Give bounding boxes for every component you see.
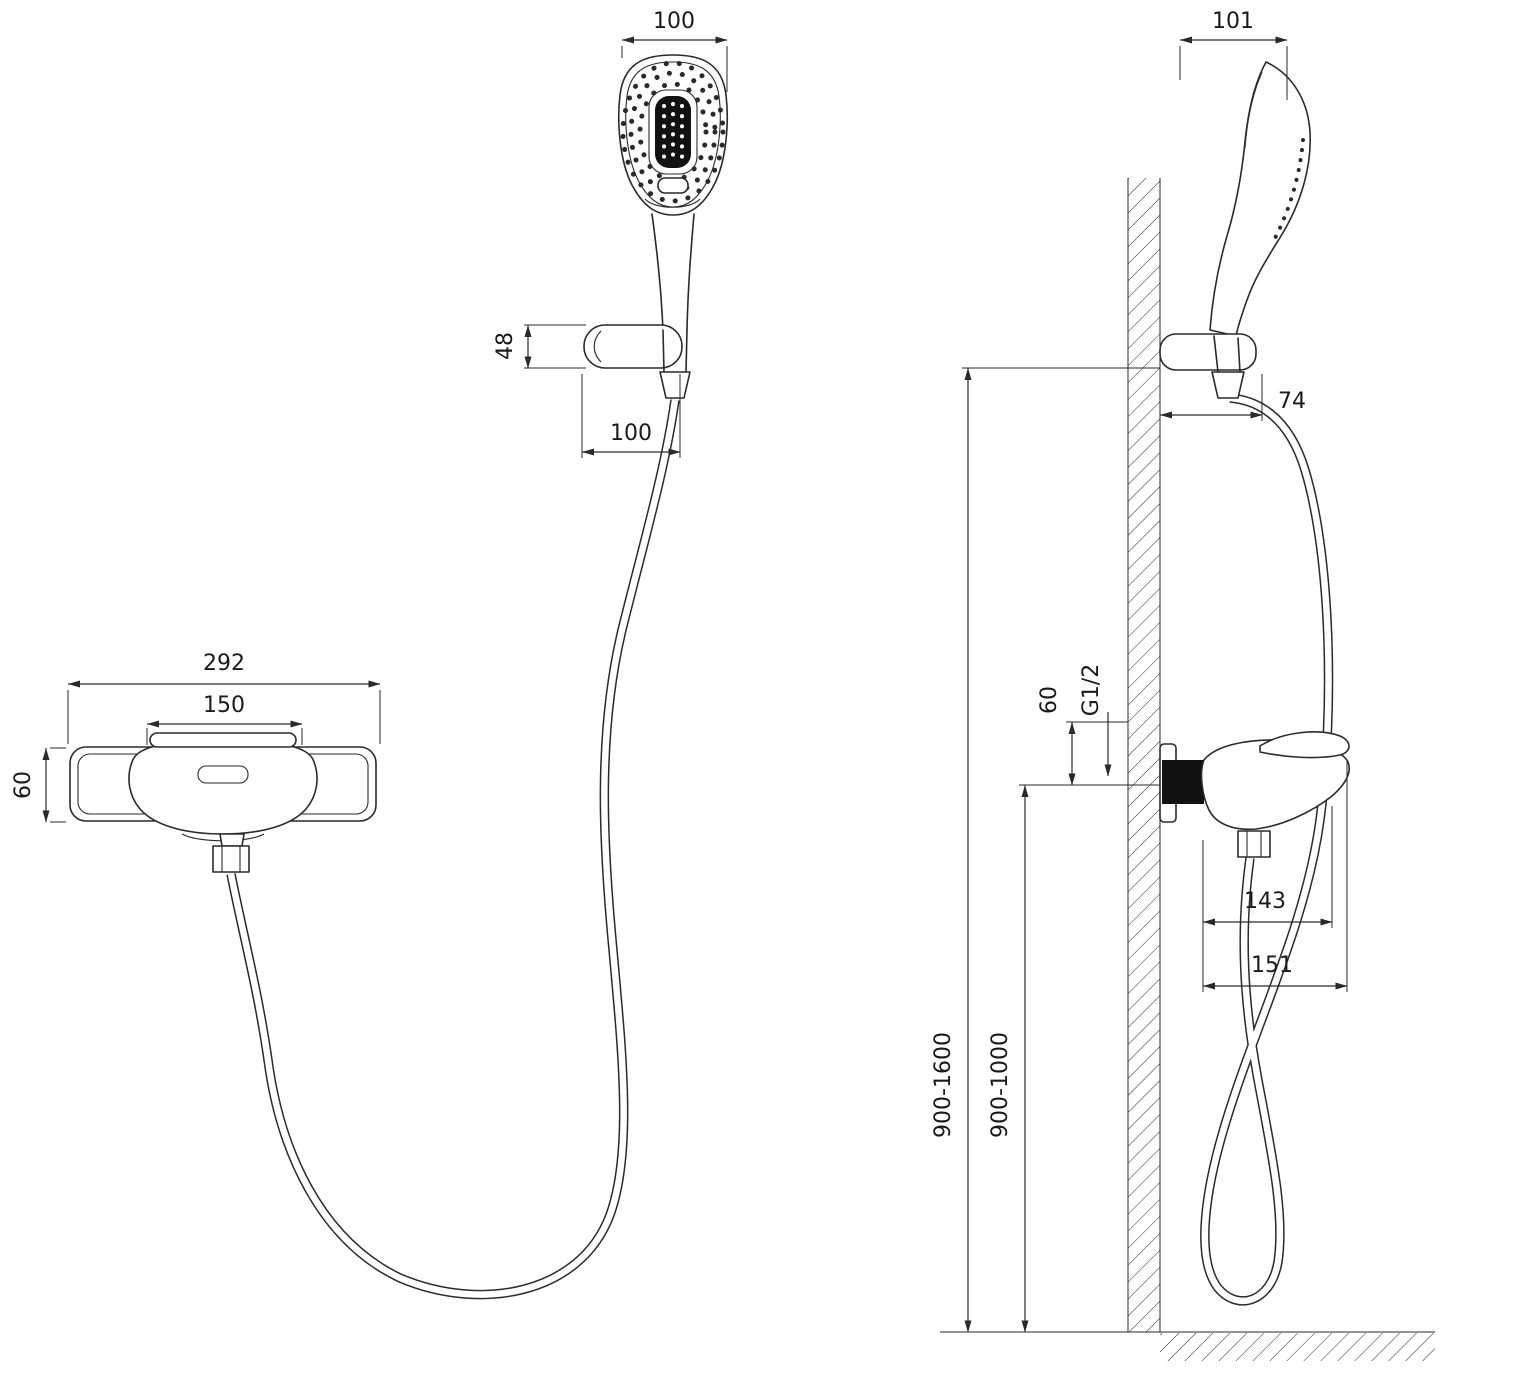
hand-shower-side [1159,61,1312,399]
spray-nozzle-ring-outer [620,60,726,204]
head-profile [1209,61,1312,337]
mixer-body-front [128,740,318,835]
label-holder-reach: 74 [1278,389,1306,414]
label-mixer-height: 60 [11,771,36,799]
label-head-depth: 101 [1212,9,1254,34]
label-mixer-width: 292 [203,651,245,676]
label-install-height-range: 900-1600 [931,1032,956,1138]
mixer-lever-side [1259,731,1350,759]
hose-nut-side [1237,830,1271,858]
wall-union-block [1162,760,1204,804]
holder-body [583,324,683,369]
wall-section [1127,178,1161,1332]
mixer-side [1159,731,1350,858]
label-overall-reach: 151 [1251,953,1293,978]
label-inlet-offset: 60 [1037,686,1062,714]
mixer-lever-front [149,732,297,748]
label-mixer-install-height: 900-1000 [988,1032,1013,1138]
wall-hatch [1128,178,1160,1332]
spray-center-plate [655,96,691,168]
label-spout-reach: 143 [1244,889,1286,914]
shower-holder-side [1159,333,1257,371]
dimensions-front [42,36,728,823]
hand-shower-front [618,54,728,331]
handle-left-edge [651,213,664,331]
spray-face-side [1271,138,1305,244]
shower-hose-side [1200,393,1334,1306]
mode-switch-button [657,177,689,194]
label-holder-height: 48 [493,332,518,360]
hose-connector-front [659,371,691,399]
dimension-labels: 100 48 100 292 150 60 101 74 60 G1/2 143… [11,9,1306,1138]
spout-aerator-front [197,765,249,784]
label-holder-width: 100 [610,421,652,446]
mixer-front [69,732,377,873]
handle-right-edge [686,213,695,331]
label-port-spacing: 150 [203,693,245,718]
floor-hatch [1160,1333,1435,1361]
label-head-width: 100 [653,9,695,34]
hose-nut-front [212,845,250,873]
floor-section [940,1331,1435,1361]
shower-holder-front [583,324,691,399]
label-thread-size: G1/2 [1079,664,1104,716]
shower-hose-front [226,399,680,1300]
dimensions-side [962,36,1348,1333]
hose-connector-side [1211,371,1245,399]
